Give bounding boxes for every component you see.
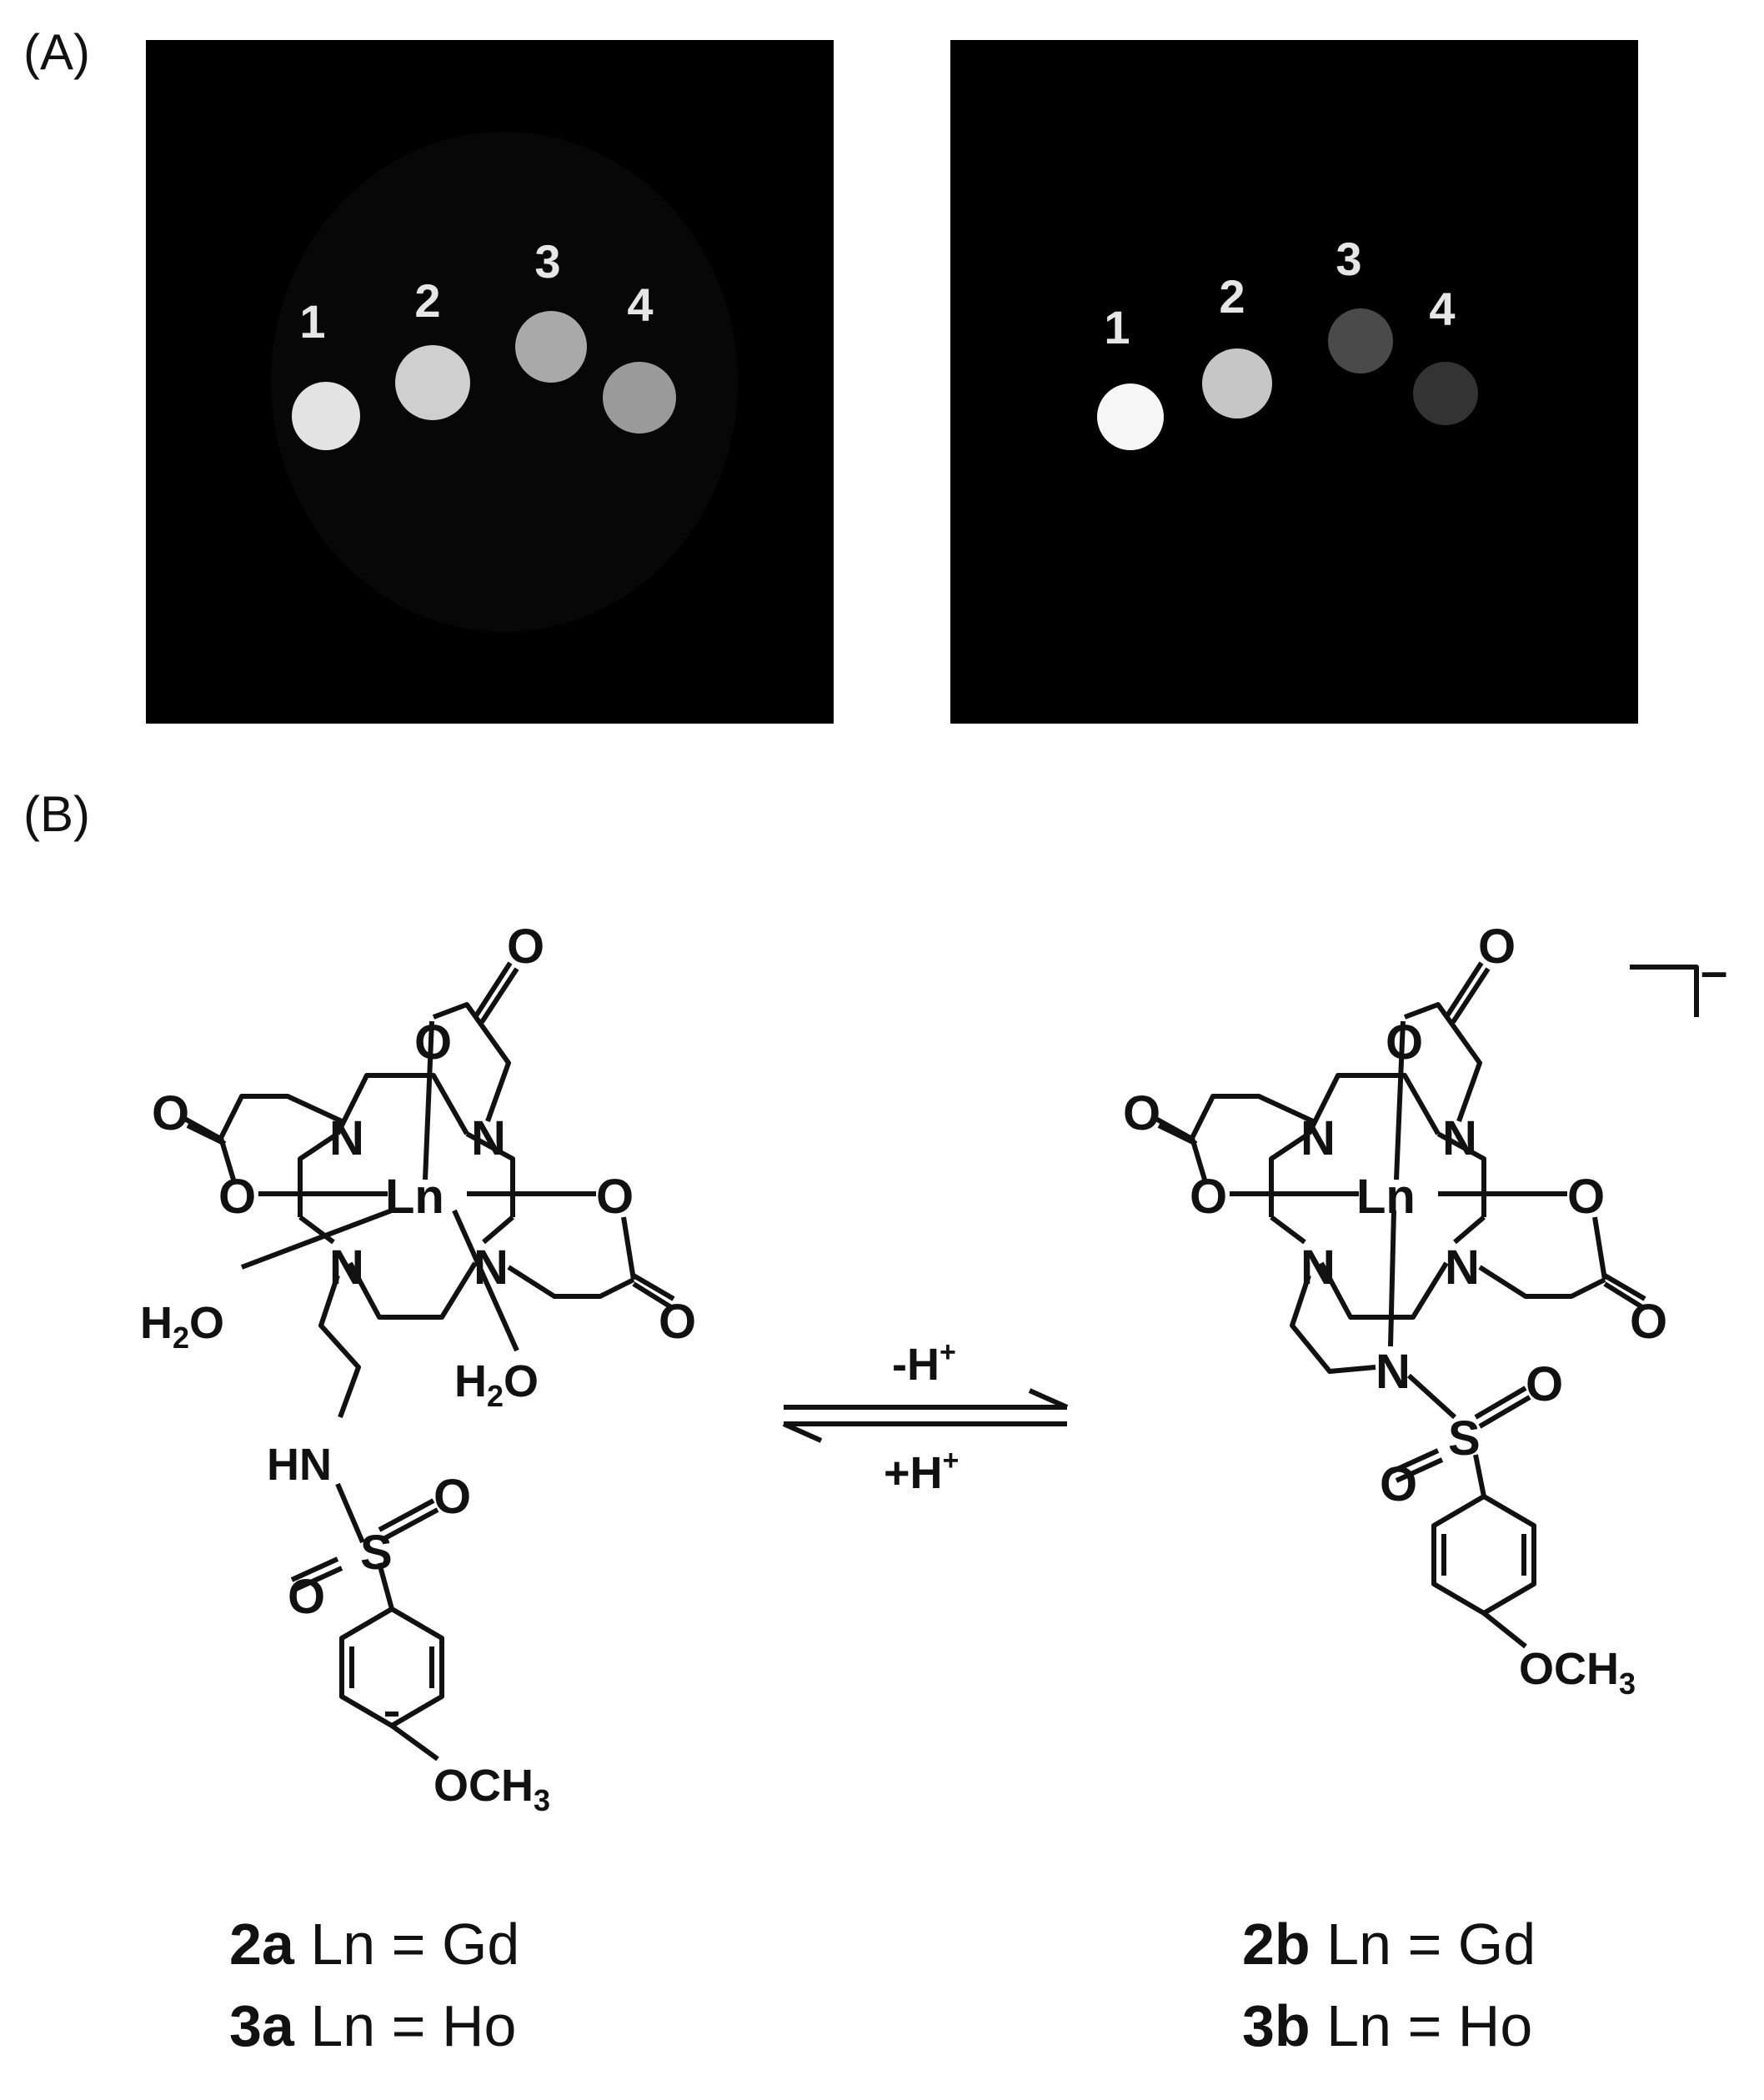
water-ligand: H2O	[454, 1356, 539, 1413]
sample-number: 4	[1429, 283, 1456, 335]
atom-n: N	[1442, 1111, 1477, 1165]
sample-spot-1	[1097, 383, 1164, 450]
sample-spot-1	[292, 382, 360, 450]
atom-o: O	[507, 920, 544, 974]
sample-number: 2	[414, 274, 441, 327]
sample-spot-4	[603, 362, 676, 434]
sample-number: 2	[1219, 270, 1245, 323]
atom-o: O	[1567, 1170, 1605, 1224]
molecule-protonated: O O O N N O Ln O N N O H2O H2O HN O S O …	[140, 920, 696, 1817]
atom-o: O	[1478, 920, 1516, 974]
equilibrium-arrows: -H+ +H+	[782, 1336, 1069, 1498]
atom-n: N	[1300, 1240, 1336, 1295]
atom-n: N	[329, 1240, 364, 1295]
atom-o: O	[433, 1470, 471, 1524]
atom-n: N	[1300, 1111, 1336, 1165]
atom-o: O	[1123, 1086, 1160, 1140]
atom-o: O	[1190, 1170, 1227, 1224]
methoxy-group: OCH3	[1519, 1644, 1636, 1701]
panel-b-label: (B)	[23, 786, 90, 842]
atom-o: O	[659, 1295, 696, 1349]
charge-minus: –	[1701, 945, 1727, 999]
sample-spot-3	[1328, 308, 1393, 373]
sample-number: 4	[627, 278, 654, 331]
sample-number: 1	[299, 295, 326, 348]
atom-n: N	[329, 1111, 364, 1165]
atom-hn: HN	[267, 1440, 332, 1490]
atom-o: O	[414, 1015, 452, 1070]
caption-line: 3b Ln = Ho	[1242, 1993, 1533, 2058]
water-ligand: H2O	[140, 1298, 224, 1355]
caption-left: 2a Ln = Gd 3a Ln = Ho	[229, 1903, 519, 2067]
sample-spot-2	[1202, 348, 1272, 418]
atom-o: O	[152, 1086, 189, 1140]
caption-line: 2a Ln = Gd	[229, 1912, 520, 1977]
molecule-deprotonated: – O O O N N O Ln O N N O N O S O OCH3	[1123, 920, 1727, 1701]
chemical-scheme: O O O N N O Ln O N N O H2O H2O HN O S O …	[140, 920, 1727, 1817]
atom-o: O	[288, 1570, 325, 1624]
atom-ln: Ln	[385, 1170, 444, 1224]
sample-number: 3	[534, 235, 561, 288]
atom-o: O	[1386, 1015, 1423, 1070]
mri-image-left: 1 2 3 4	[146, 40, 834, 724]
sample-number: 1	[1104, 301, 1130, 353]
atom-o: O	[1380, 1457, 1417, 1511]
atom-o: O	[596, 1170, 634, 1224]
atom-ln: Ln	[1356, 1170, 1416, 1224]
sample-spot-4	[1413, 362, 1478, 425]
caption-line: 3a Ln = Ho	[229, 1993, 517, 2058]
caption-line: 2b Ln = Gd	[1242, 1912, 1536, 1977]
sample-spot-2	[395, 345, 470, 420]
atom-o: O	[1630, 1295, 1667, 1349]
atom-s: S	[1448, 1411, 1481, 1466]
mri-image-right: 1 2 3 4	[950, 40, 1638, 724]
sample-spot-3	[515, 311, 587, 383]
panel-a-label: (A)	[23, 24, 90, 80]
atom-o: O	[1526, 1357, 1563, 1411]
backward-label: +H+	[884, 1445, 959, 1498]
atom-n: N	[471, 1111, 506, 1165]
atom-o: O	[218, 1170, 256, 1224]
atom-n: N	[1376, 1345, 1411, 1399]
forward-label: -H+	[892, 1336, 956, 1390]
atom-n: N	[474, 1240, 509, 1295]
caption-right: 2b Ln = Gd 3b Ln = Ho	[1242, 1903, 1536, 2067]
atom-n: N	[1445, 1240, 1480, 1295]
sample-number: 3	[1336, 233, 1362, 285]
atom-s: S	[360, 1526, 393, 1580]
methoxy-group: OCH3	[433, 1761, 550, 1817]
